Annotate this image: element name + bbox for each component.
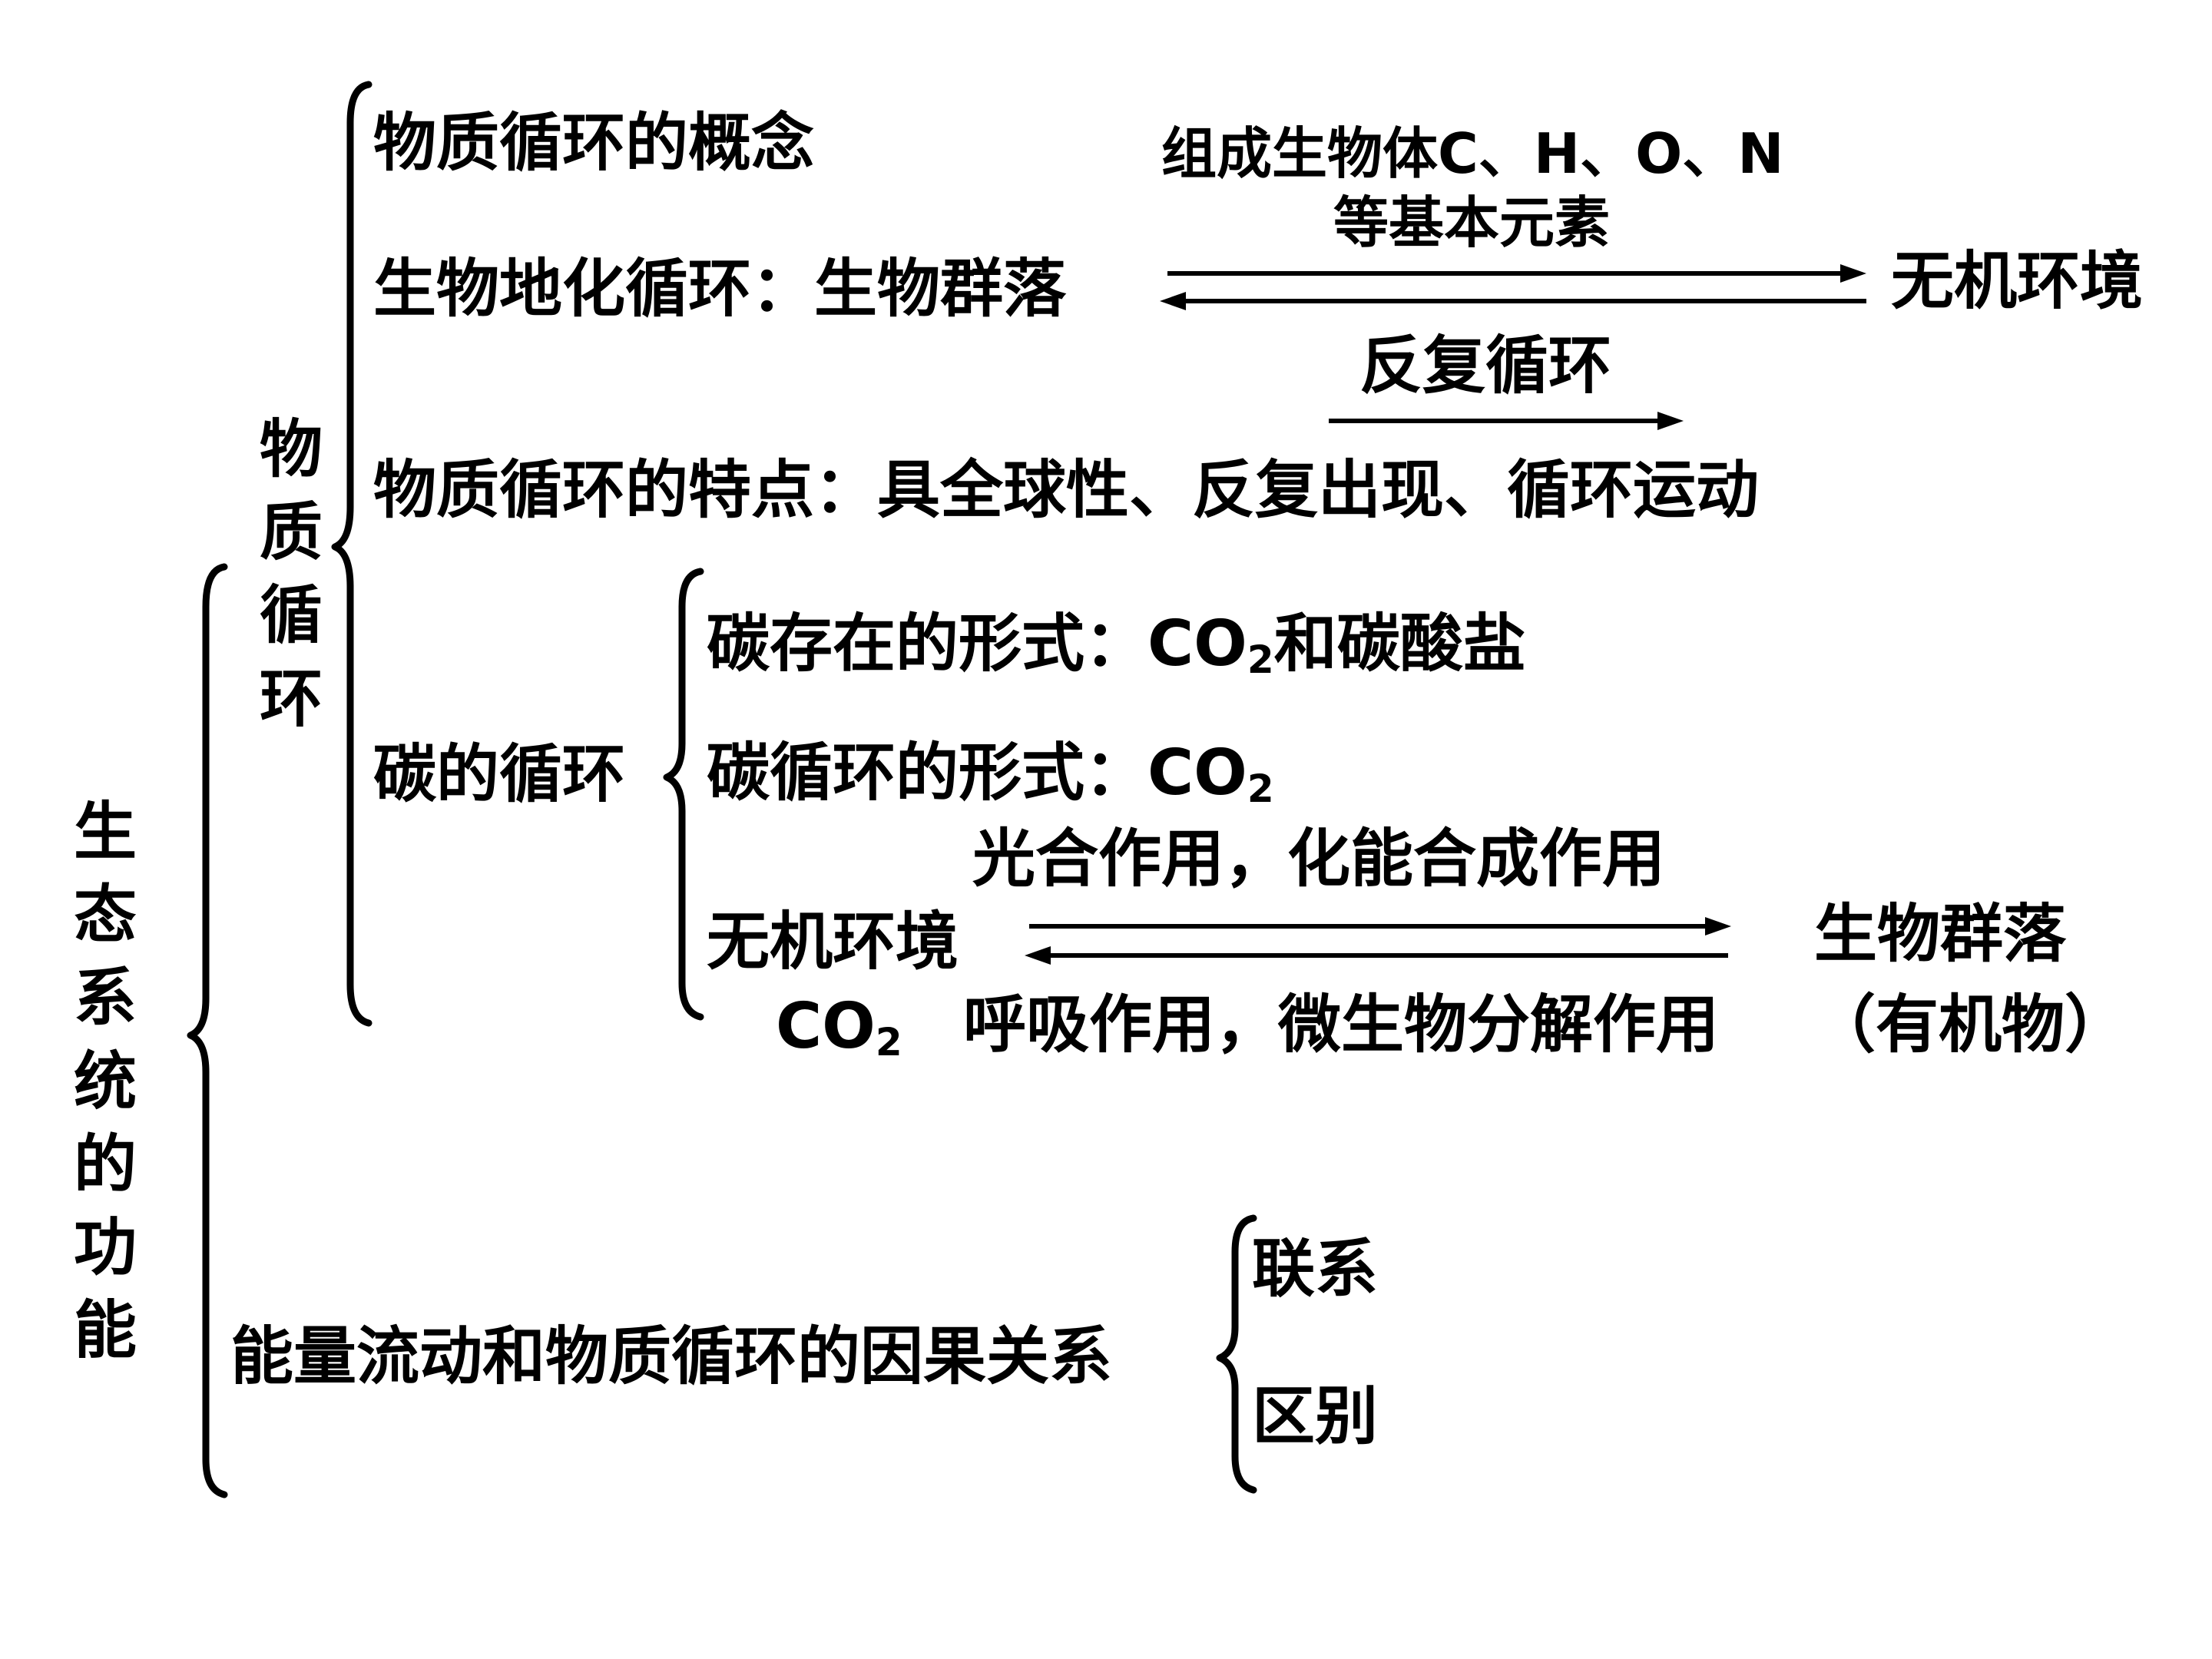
material-cycle-concept: 物质循环的概念 [373, 107, 815, 180]
energy-relation-item: 联系 [1252, 1233, 1379, 1306]
brace-root [187, 563, 228, 1498]
carbon-forward-arrowhead [1705, 917, 1731, 935]
carbon-right-node: 生物群落 [1814, 898, 2067, 971]
bgc-elements-line1: 组成生物体C、H、O、N [1161, 121, 1784, 186]
carbon-existence-form: 碳存在的形式：CO2和碳酸盐 [707, 608, 1526, 682]
material-cycle-label: 物 质 循 环 [260, 413, 323, 736]
brace-energy-relation [1216, 1214, 1257, 1494]
carbon-forward-process: 光合作用，化能合成作用 [972, 823, 1666, 896]
carbon-reverse-arrowhead [1025, 946, 1051, 965]
bgc-elements-line2: 等基本元素 [1333, 190, 1611, 255]
carbon-cycle-form: 碳循环的形式：CO2 [707, 737, 1274, 811]
brace-carbon-cycle [663, 568, 704, 1021]
material-cycle-features: 物质循环的特点：具全球性、反复出现、循环运动 [373, 454, 1760, 527]
bgc-target-node: 无机环境 [1891, 245, 2144, 318]
root-label: 生 态 系 统 的 功 能 [74, 796, 137, 1368]
energy-relation-label: 能量流动和物质循环的因果关系 [230, 1320, 1113, 1393]
bgc-forward-arrowhead [1840, 264, 1866, 283]
bgc-reverse-arrowhead [1160, 292, 1186, 310]
energy-relation-item: 区别 [1252, 1380, 1379, 1453]
carbon-cycle-label: 碳的循环 [373, 738, 626, 811]
carbon-reverse-process: 呼吸作用，微生物分解作用 [963, 988, 1720, 1061]
carbon-left-node: 无机环境 [707, 906, 959, 979]
repeat-cycle-label: 反复循环 [1359, 329, 1612, 402]
repeat-cycle-arrowhead [1657, 412, 1684, 430]
carbon-right-note: （有机物） [1813, 988, 2128, 1061]
carbon-left-co2: CO2 [776, 990, 902, 1065]
brace-material-cycle [331, 81, 373, 1027]
bgc-cycle-label: 生物地化循环：生物群落 [373, 253, 1067, 326]
